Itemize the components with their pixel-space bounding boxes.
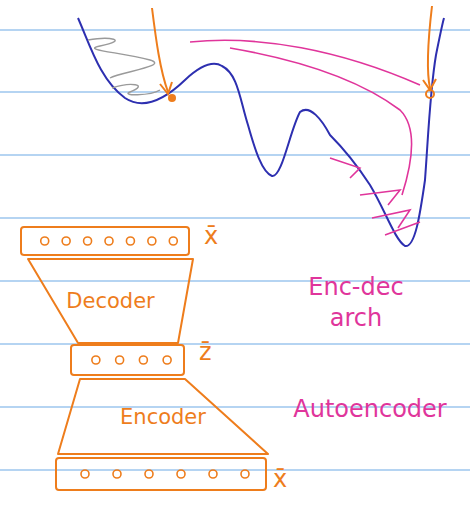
neuron <box>105 237 113 245</box>
neuron <box>209 470 217 478</box>
neuron <box>92 356 100 364</box>
neuron <box>169 237 177 245</box>
neuron <box>177 470 185 478</box>
vector-layer: x̄ <box>55 457 267 491</box>
note: Autoencoder <box>280 394 460 425</box>
neuron <box>163 356 171 364</box>
neuron <box>241 470 249 478</box>
vector-label: z̄ <box>199 338 212 367</box>
block-name: Encoder <box>120 405 206 429</box>
minimum-dot <box>168 94 176 102</box>
neuron <box>113 470 121 478</box>
vector-label: x̄ <box>204 222 218 251</box>
neuron <box>139 356 147 364</box>
scribble <box>88 38 160 94</box>
neuron <box>148 237 156 245</box>
layer-border <box>21 227 189 255</box>
vector-label: x̄ <box>273 465 287 494</box>
neuron <box>116 356 124 364</box>
note: Enc-dec arch <box>296 272 416 334</box>
outline <box>55 457 267 491</box>
block-name: Decoder <box>66 289 154 313</box>
outline <box>20 226 190 256</box>
outline <box>70 344 185 376</box>
ruled-lines <box>0 30 470 470</box>
layer-border <box>71 345 184 375</box>
jump-arrows <box>190 40 420 235</box>
neuron <box>41 237 49 245</box>
neuron <box>126 237 134 245</box>
step-arrows <box>152 6 436 98</box>
neuron <box>62 237 70 245</box>
layer-border <box>56 458 266 490</box>
trapezoid <box>58 379 268 454</box>
vector-layer: x̄ <box>20 226 190 256</box>
trapezoid <box>28 259 193 343</box>
neuron <box>145 470 153 478</box>
encoder-block: Encoder <box>58 378 268 455</box>
vector-layer: z̄ <box>70 344 185 376</box>
neuron <box>84 237 92 245</box>
decoder-block: Decoder <box>28 258 193 344</box>
neuron <box>81 470 89 478</box>
loss-curve <box>78 18 444 246</box>
